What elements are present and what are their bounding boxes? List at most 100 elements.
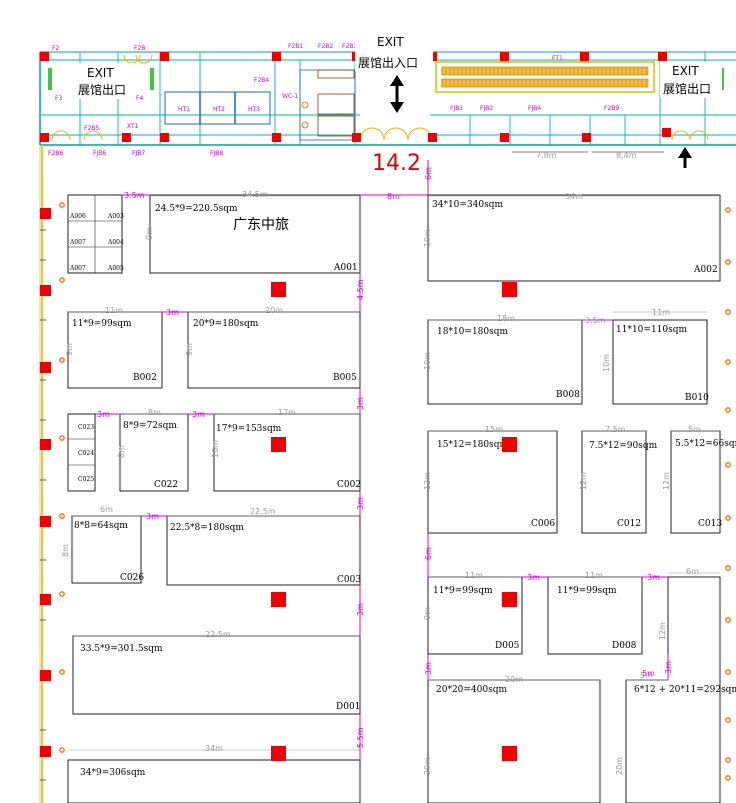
svg-text:10m: 10m [602,354,611,372]
svg-text:A007: A007 [69,239,86,246]
booth-c002[interactable]: 17*9=153sqm C002 [213,413,361,492]
booth-c012[interactable]: 7.5*12=90sqm C012 [581,430,658,534]
wc-label: WC-1 [282,93,298,100]
svg-text:34m: 34m [565,192,583,201]
booth-b010[interactable]: 11*10=110sqm B010 [612,319,709,405]
svg-text:展馆出入口: 展馆出入口 [358,55,418,70]
svg-text:3m: 3m [97,410,110,419]
svg-text:3m: 3m [356,397,365,410]
svg-text:22.5m: 22.5m [205,630,231,639]
booth-b005[interactable]: 20*9=180sqm B005 [187,311,361,389]
svg-text:FJB2: FJB2 [480,105,493,112]
svg-text:11*9=99sqm: 11*9=99sqm [557,586,617,596]
booth-c013[interactable]: 5.5*12=66sqm C013 [670,430,736,534]
svg-text:7.5m: 7.5m [605,425,626,434]
svg-text:D008: D008 [612,641,637,651]
svg-text:3.5m: 3.5m [124,191,145,200]
svg-text:F2B2: F2B2 [318,43,333,50]
svg-text:12m: 12m [579,472,588,490]
svg-text:C013: C013 [698,519,722,529]
strip-dim-2: 8,4m [616,151,637,160]
svg-text:C026: C026 [120,573,144,583]
svg-text:6m: 6m [424,547,433,560]
svg-text:3m: 3m [647,573,660,582]
svg-text:F2B4: F2B4 [254,77,269,84]
booth-a001[interactable]: 24.5*9=220.5sqm 广东中旅 A001 [149,194,361,274]
svg-text:33.5*9=301.5sqm: 33.5*9=301.5sqm [80,644,163,654]
svg-text:F2B1: F2B1 [288,43,303,50]
svg-text:A003: A003 [107,213,124,220]
svg-text:8m: 8m [117,445,126,458]
svg-text:3m: 3m [356,497,365,510]
svg-text:3m: 3m [356,603,365,616]
svg-text:34*9=306sqm: 34*9=306sqm [80,768,146,778]
svg-text:8m: 8m [61,544,70,557]
svg-text:C006: C006 [531,519,555,529]
svg-text:FJB6: FJB6 [93,150,106,157]
svg-text:20m: 20m [265,306,283,315]
booth-c003[interactable]: 22.5*8=180sqm C003 [166,515,361,586]
svg-text:3m: 3m [146,512,159,521]
svg-text:展馆出口: 展馆出口 [78,82,126,97]
svg-text:11m: 11m [105,306,123,315]
dimension-labels: 34.5m 34m 11m 20m 18m 11m 8m 17m 15m 7.5… [61,190,720,775]
svg-text:3m: 3m [664,661,673,674]
svg-text:20*20=400sqm: 20*20=400sqm [436,685,508,695]
svg-text:5m: 5m [640,671,653,680]
booth-c022[interactable]: 8*9=72sqm C022 [119,413,189,492]
svg-text:15m: 15m [485,425,503,434]
svg-text:18m: 18m [497,314,515,323]
svg-text:3.5m: 3.5m [585,316,606,325]
booth-c-cluster[interactable] [67,413,96,492]
booth-d001[interactable]: 33.5*9=301.5sqm D001 [72,635,361,715]
svg-text:FJB1: FJB1 [450,105,463,112]
svg-text:F2B: F2B [134,45,145,52]
exit-arrow-icon [678,147,692,168]
aisle-gap-labels: 3.5m 8m 6m 4.5m 3.5m 3m 3m 3m 3m 3m 3m 3… [95,160,673,760]
svg-text:FJB4: FJB4 [528,105,541,112]
svg-text:A005: A005 [107,265,124,272]
svg-text:F2: F2 [52,45,59,52]
svg-text:7.5*12=90sqm: 7.5*12=90sqm [589,441,658,451]
booth-d008[interactable]: 11*9=99sqm D008 [547,576,643,655]
booth-a002[interactable]: 34*10=340sqm A002 [427,194,721,282]
svg-text:展馆出口: 展馆出口 [663,81,711,96]
svg-text:18*10=180sqm: 18*10=180sqm [437,327,509,337]
booth-b002[interactable]: 11*9=99sqm B002 [67,311,163,389]
svg-text:9m: 9m [145,227,154,240]
strip-dim-1: 7,8m [536,151,557,160]
svg-text:34*10=340sqm: 34*10=340sqm [432,200,504,210]
svg-text:8m: 8m [148,408,161,417]
svg-text:C003: C003 [337,575,361,585]
svg-text:D001: D001 [336,702,360,712]
svg-text:3m: 3m [424,662,433,675]
svg-text:22.5*8=180sqm: 22.5*8=180sqm [170,523,244,533]
svg-text:A001: A001 [333,263,358,273]
svg-text:34.5m: 34.5m [242,190,268,199]
svg-text:11m: 11m [585,571,603,580]
exhibitor-name: 广东中旅 [233,217,289,233]
svg-text:A004: A004 [107,239,124,246]
booth-306sqm[interactable]: 34*9=306sqm [67,759,361,803]
svg-text:15*12=180sqm: 15*12=180sqm [437,440,509,450]
exit-center: EXIT 展馆出入口 [355,33,433,71]
svg-text:FJB8: FJB8 [210,150,223,157]
svg-text:8*8=64sqm: 8*8=64sqm [74,521,128,531]
ht2-label: HT2 [213,106,225,113]
booth-d005[interactable]: 11*9=99sqm D005 [427,576,523,655]
svg-text:12m: 12m [423,472,432,490]
svg-text:11m: 11m [465,571,483,580]
svg-text:20*9=180sqm: 20*9=180sqm [193,319,259,329]
booth-b008[interactable]: 18*10=180sqm B008 [427,319,583,405]
svg-text:B002: B002 [133,373,157,383]
svg-text:11*10=110sqm: 11*10=110sqm [616,325,688,335]
svg-text:9m: 9m [185,343,194,356]
svg-text:9m: 9m [65,343,74,356]
booth-c026[interactable]: 8*8=64sqm C026 [71,515,144,584]
structural-pillars [40,208,517,761]
entrance-arrow-icon [390,75,404,113]
booth-400sqm[interactable]: 20*20=400sqm [427,679,601,803]
booth-c006[interactable]: 15*12=180sqm C006 [427,430,558,534]
svg-text:A006: A006 [69,213,86,220]
